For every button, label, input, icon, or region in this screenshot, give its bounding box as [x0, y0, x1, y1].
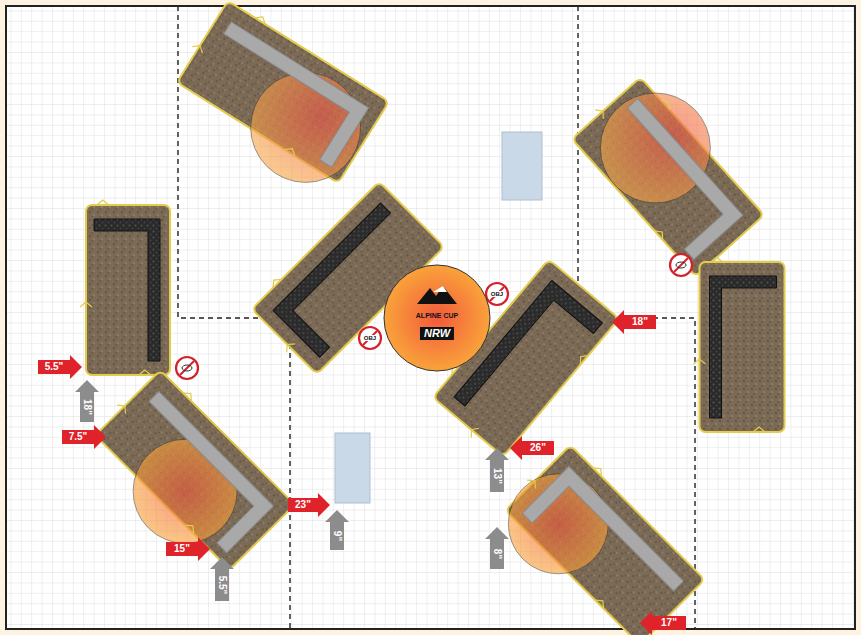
distance-label: 13"	[492, 468, 502, 484]
terrain-marking	[577, 352, 589, 364]
sign-text: OBJ	[491, 291, 503, 297]
terrain-marking	[185, 522, 197, 534]
ruin-wall	[112, 392, 273, 553]
terrain-base	[177, 1, 389, 183]
terrain-marking	[593, 464, 605, 476]
terrain-piece	[80, 200, 170, 375]
terrain-piece	[56, 362, 299, 605]
terrain-marking	[270, 276, 282, 288]
objective-marker	[335, 433, 370, 503]
distance-label: 26"	[530, 443, 546, 453]
ruin-wall	[522, 467, 683, 628]
terrain-marking	[255, 14, 268, 25]
terrain-base	[86, 205, 170, 375]
distance-label: 18"	[82, 399, 92, 415]
mountain-logo	[417, 286, 457, 304]
red-arrow	[166, 537, 210, 561]
table-surface	[6, 6, 855, 629]
terrain-marking	[595, 597, 607, 609]
terrain-marking	[97, 200, 109, 205]
red-arrow	[510, 436, 554, 460]
no-entry-sign	[670, 254, 692, 276]
distance-label: 15"	[174, 544, 190, 554]
terrain-marking	[139, 370, 151, 375]
terrain-marking	[655, 227, 667, 239]
grey-arrow	[210, 557, 234, 601]
zone-circle	[600, 93, 710, 203]
grey-arrow	[75, 380, 99, 422]
terrain-marking	[661, 97, 673, 109]
terrain-base	[572, 77, 764, 276]
objective-circle: ALPINE CUP NRW	[383, 264, 491, 372]
red-arrow	[38, 355, 82, 379]
terrain-base	[505, 445, 704, 635]
table-edge	[6, 6, 855, 629]
distance-label: 18"	[632, 317, 648, 327]
eye-icon	[676, 262, 686, 268]
ruin-wall	[194, 22, 368, 167]
terrain-marking	[283, 340, 295, 352]
terrain-marking	[468, 425, 480, 437]
red-arrow	[288, 493, 330, 517]
terrain-marking	[753, 427, 765, 432]
terrain-base	[95, 370, 294, 569]
grid	[6, 6, 855, 629]
ruin-wall	[710, 276, 777, 418]
terrain-piece	[694, 257, 785, 432]
ruin-wall	[589, 99, 743, 260]
no-entry-sign	[176, 357, 198, 379]
terrain-marking	[285, 145, 298, 156]
terrain-marking	[527, 477, 539, 489]
no-entry-sign	[359, 327, 381, 349]
logo-subtitle: NRW	[420, 327, 454, 340]
terrain-marking	[117, 402, 129, 414]
terrain-piece	[458, 424, 709, 635]
red-arrow	[62, 425, 106, 449]
terrain-marking	[694, 359, 706, 364]
terrain-marking	[183, 389, 195, 401]
terrain-marking	[192, 42, 205, 53]
distance-label: 23"	[295, 500, 311, 510]
terrain-marking	[80, 302, 92, 307]
distance-label: 5.5"	[45, 362, 64, 372]
ruin-wall	[94, 219, 160, 361]
objective-marker	[502, 132, 542, 200]
terrain-marking	[711, 257, 723, 262]
grey-arrow	[485, 527, 509, 569]
grey-arrow	[325, 510, 349, 550]
logo-title: ALPINE CUP	[416, 312, 458, 319]
terrain-base	[700, 262, 785, 432]
terrain-piece	[546, 38, 795, 291]
distance-label: 17"	[661, 618, 677, 628]
red-arrow	[640, 611, 686, 635]
distance-label: 5.5"	[217, 576, 227, 595]
grey-arrow	[485, 448, 509, 492]
terrain-marking	[595, 107, 607, 119]
no-entry-sign	[486, 283, 508, 305]
sign-text: OBJ	[364, 335, 376, 341]
distance-label: 7.5"	[69, 432, 88, 442]
red-arrow	[612, 310, 656, 334]
distance-label: 9"	[332, 531, 342, 541]
distance-label: 8"	[492, 549, 502, 559]
eye-icon	[182, 365, 192, 371]
